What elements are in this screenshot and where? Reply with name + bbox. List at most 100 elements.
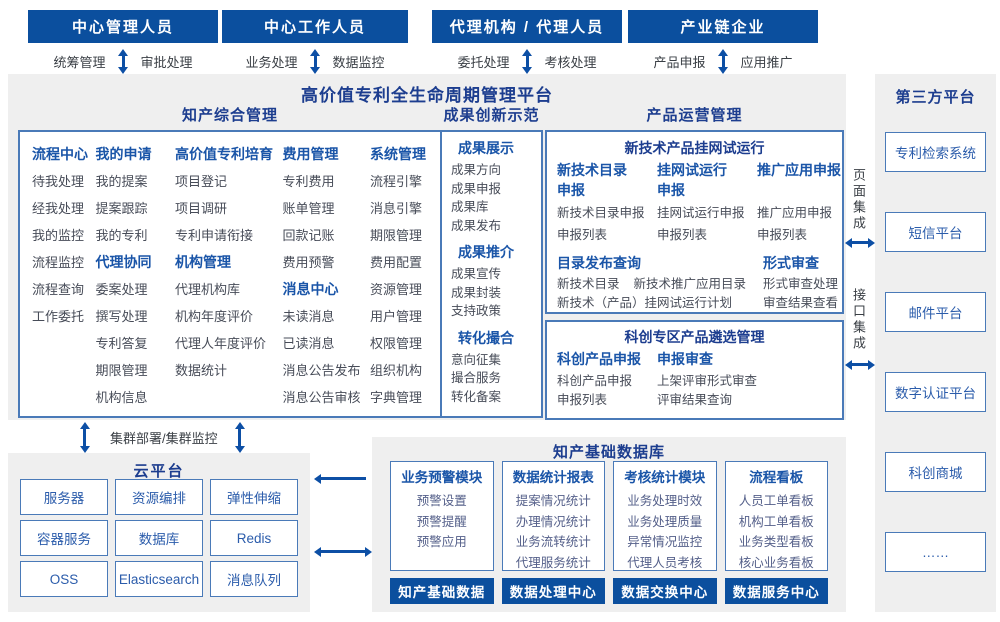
role-group-center-manager: 中心管理人员 统筹管理 审批处理 (28, 10, 218, 74)
menu-item: 专利费用 (282, 174, 335, 189)
box-subtitle: 新技术产品挂网试运行 (624, 140, 765, 156)
menu-item: 流程查询 (32, 282, 85, 297)
menu-item: 挂网试运行申报 (657, 206, 745, 220)
horizontal-double-arrow-icon (851, 363, 869, 366)
menu-column: 科创产品申报 科创产品申报申报列表 (557, 347, 657, 410)
menu-item: 业务类型看板 (738, 535, 814, 549)
role-activity-left: 业务处理 (245, 54, 298, 70)
third-party-box: 数字认证平台 (885, 372, 986, 412)
menu-item: 待我处理 (32, 174, 85, 189)
header-line: 推广应用申报 (757, 162, 841, 178)
menu-group-header: 流程中心 (32, 145, 88, 162)
menu-group-header: 目录发布查询 (557, 255, 641, 271)
menu-item: 我的监控 (32, 228, 85, 243)
menu-group-header: 费用管理 (282, 145, 339, 162)
menu-item: 办理情况统计 (515, 514, 591, 529)
menu-item: 异常情况监控 (627, 535, 703, 549)
module-header: 业务预警模块 (401, 470, 483, 485)
role-title: 代理机构 / 代理人员 (432, 10, 622, 43)
menu-item: 账单管理 (282, 201, 335, 216)
menu-group-header: 挂网试运行 申报 (657, 160, 751, 202)
menu-item: 转化备案 (451, 389, 502, 404)
menu-group-items: 成果宣传成果封装支持政策 (448, 265, 535, 321)
menu-group-items: 挂网试运行申报申报列表 (657, 202, 751, 246)
menu-item: 未读消息 (282, 309, 335, 324)
section-title: 产品运营管理 (646, 107, 743, 124)
menu-item: 消息引擎 (370, 201, 423, 216)
menu-item: 业务处理时效 (627, 494, 703, 508)
database-module-box: 流程看板 人员工单看板机构工单看板业务类型看板核心业务看板 (724, 461, 828, 571)
menu-item: 形式审查处理 (763, 277, 839, 291)
vertical-double-arrow-icon (721, 54, 725, 68)
menu-item: 申报列表 (657, 228, 708, 242)
menu-item: 新技术推广应用目录 (633, 277, 747, 291)
menu-item: 提案情况统计 (515, 494, 591, 508)
section-title: 知产综合管理 (181, 107, 278, 124)
menu-item: 撮合服务 (451, 371, 502, 385)
menu-group-header: 形式审查 (763, 255, 819, 271)
cloud-service-box: Elasticsearch (115, 561, 203, 597)
menu-item: 已读消息 (282, 336, 335, 351)
menu-item: 成果申报 (451, 181, 502, 196)
menu-column: 系统管理 流程引擎消息引擎期限管理费用配置资源管理用户管理权限管理组织机构字典管… (370, 140, 428, 408)
panel-title: 知产基础数据库 (552, 444, 665, 461)
menu-column: 挂网试运行 申报 挂网试运行申报申报列表 (657, 160, 751, 246)
sci-innovation-selection-box: 科创专区产品遴选管理 科创产品申报 科创产品申报申报列表 申报审查 上架评审形式… (545, 320, 844, 420)
third-party-list: 专利检索系统短信平台邮件平台数字认证平台科创商城…… (885, 132, 986, 572)
menu-item: 成果库 (451, 200, 489, 214)
menu-group-header: 高价值专利培育 (175, 145, 273, 162)
menu-item: 数据统计 (175, 363, 228, 378)
menu-item: 消息公告发布 (282, 363, 361, 378)
menu-group-header: 成果推介 (458, 244, 514, 260)
cloud-service-box: 消息队列 (210, 561, 298, 597)
role-title: 产业链企业 (628, 10, 818, 43)
menu-column: 费用管理 专利费用账单管理回款记账费用预警 消息中心 未读消息已读消息消息公告发… (283, 140, 369, 408)
menu-item: 组织机构 (370, 363, 423, 378)
menu-item: 代理人员考核 (627, 555, 703, 570)
menu-column: 推广应用申报 推广应用申报申报列表 (757, 160, 851, 246)
menu-item: 权限管理 (370, 336, 423, 351)
cloud-service-box: 服务器 (20, 479, 108, 515)
role-activity-left: 委托处理 (457, 54, 510, 70)
menu-item: 用户管理 (370, 309, 423, 324)
main-platform-panel: 高价值专利全生命周期管理平台 知产综合管理 流程中心 待我处理经我处理我的监控流… (8, 74, 846, 420)
menu-item: 审查结果查看 (763, 296, 839, 310)
menu-item: 机构工单看板 (738, 514, 814, 529)
cloud-service-box: 容器服务 (20, 520, 108, 556)
menu-item: 回款记账 (282, 228, 335, 243)
ip-management-box: 流程中心 待我处理经我处理我的监控流程监控流程查询工作委托 我的申请 我的提案提… (18, 130, 442, 418)
third-party-box: 专利检索系统 (885, 132, 986, 172)
menu-item: 业务处理质量 (627, 514, 703, 529)
cloud-service-box: Redis (210, 520, 298, 556)
menu-group-items: 新技术目录申报申报列表 (557, 202, 651, 246)
role-title: 中心工作人员 (222, 10, 408, 43)
panel-title: 云平台 (133, 463, 185, 480)
third-party-box: 科创商城 (885, 452, 986, 492)
menu-item: 我的提案 (95, 174, 148, 189)
data-center-label: 知产基础数据 (390, 578, 494, 604)
menu-item: 成果封装 (451, 285, 502, 300)
menu-item: 专利申请衔接 (175, 228, 254, 243)
module-items: 提案情况统计办理情况统计业务流转统计代理服务统计 (503, 491, 605, 573)
menu-item: 费用预警 (282, 255, 335, 270)
menu-item: 工作委托 (32, 309, 85, 324)
menu-group-header: 机构管理 (175, 253, 231, 270)
database-column: 数据统计报表 提案情况统计办理情况统计业务流转统计代理服务统计 数据处理中心 (501, 461, 605, 604)
menu-item: 流程引擎 (370, 174, 423, 189)
menu-item: 提案跟踪 (95, 201, 148, 216)
menu-group-items: 待我处理经我处理我的监控流程监控流程查询工作委托 (32, 167, 94, 329)
database-module-box: 考核统计模块 业务处理时效业务处理质量异常情况监控代理人员考核 (613, 461, 717, 571)
module-header: 考核统计模块 (624, 470, 706, 485)
menu-group-header: 申报审查 (657, 351, 713, 367)
menu-item: 期限管理 (95, 363, 148, 378)
menu-item: 代理人年度评价 (175, 336, 267, 351)
api-integration-label: 接口集成 (851, 288, 866, 352)
section-achievement: 成果创新示范 成果展示 成果方向成果申报成果库成果发布 成果推介 成果宣传成果封… (440, 104, 543, 418)
database-column: 考核统计模块 业务处理时效业务处理质量异常情况监控代理人员考核 数据交换中心 (613, 461, 717, 604)
cloud-service-box: OSS (20, 561, 108, 597)
panel-third-party: 第三方平台 专利检索系统短信平台邮件平台数字认证平台科创商城…… (875, 74, 996, 612)
menu-item: 评审结果查询 (657, 393, 733, 407)
menu-item: 新技术（产品）挂网试运行计划 (557, 296, 733, 310)
cloud-service-box: 数据库 (115, 520, 203, 556)
